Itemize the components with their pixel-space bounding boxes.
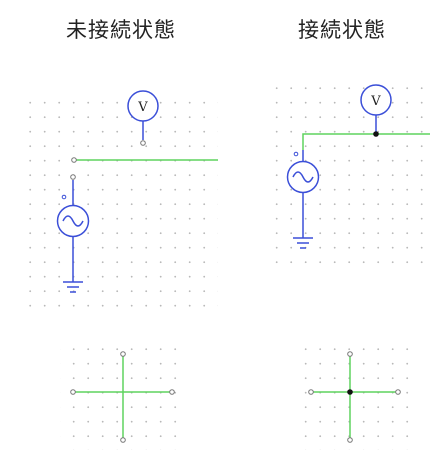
panel-unconnected: V <box>18 90 218 312</box>
title-unconnected: 未接続状態 <box>66 18 176 42</box>
wire-connected[interactable] <box>302 133 430 150</box>
cross-unconnected <box>60 342 178 450</box>
panel-connected: V <box>270 84 430 274</box>
grid-cross-connected <box>294 342 412 450</box>
ground-icon <box>63 281 83 293</box>
cross-connected <box>294 342 412 450</box>
grid-cross-unconnected <box>60 342 178 450</box>
ac-source-icon[interactable] <box>56 174 90 282</box>
junction-dot <box>373 131 379 137</box>
junction-dot <box>347 389 353 395</box>
wire-open-terminal[interactable] <box>71 157 77 163</box>
voltmeter-label: V <box>137 100 148 115</box>
grid-unconnected <box>18 92 218 312</box>
voltmeter-terminal[interactable] <box>140 140 146 146</box>
voltmeter-icon[interactable]: V <box>127 90 159 146</box>
voltmeter-label: V <box>370 94 381 109</box>
ground-icon <box>293 237 313 249</box>
title-connected: 接続状態 <box>298 18 386 42</box>
voltmeter-icon[interactable]: V <box>360 84 392 134</box>
ac-source-icon[interactable] <box>286 150 320 238</box>
